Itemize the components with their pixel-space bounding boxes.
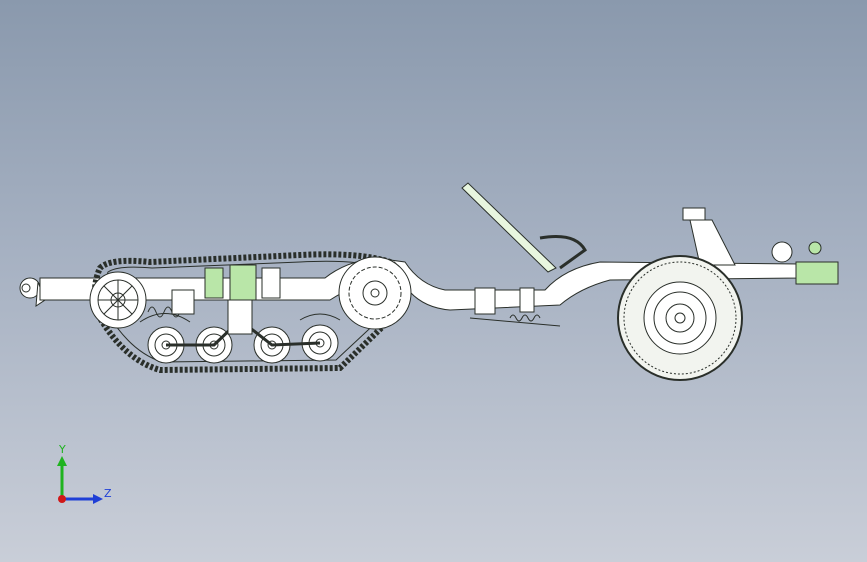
idler-sprocket: [338, 256, 412, 330]
coordinate-triad: Y Z: [57, 443, 112, 504]
z-axis-label: Z: [104, 487, 112, 500]
y-axis-label: Y: [58, 443, 66, 456]
frame-brackets: [171, 264, 535, 315]
y-axis-head: [57, 456, 67, 466]
rear-tower: [682, 207, 736, 266]
chassis-assembly[interactable]: [19, 182, 839, 381]
drive-sprocket: [89, 271, 147, 329]
rear-shock: [469, 314, 561, 327]
coil-spring: [147, 306, 181, 318]
steering-lever: [461, 182, 587, 273]
rear-hitch: [771, 241, 839, 285]
x-axis-dot: [58, 495, 66, 503]
z-axis-head: [93, 494, 103, 504]
rear-wheel: [617, 255, 743, 381]
